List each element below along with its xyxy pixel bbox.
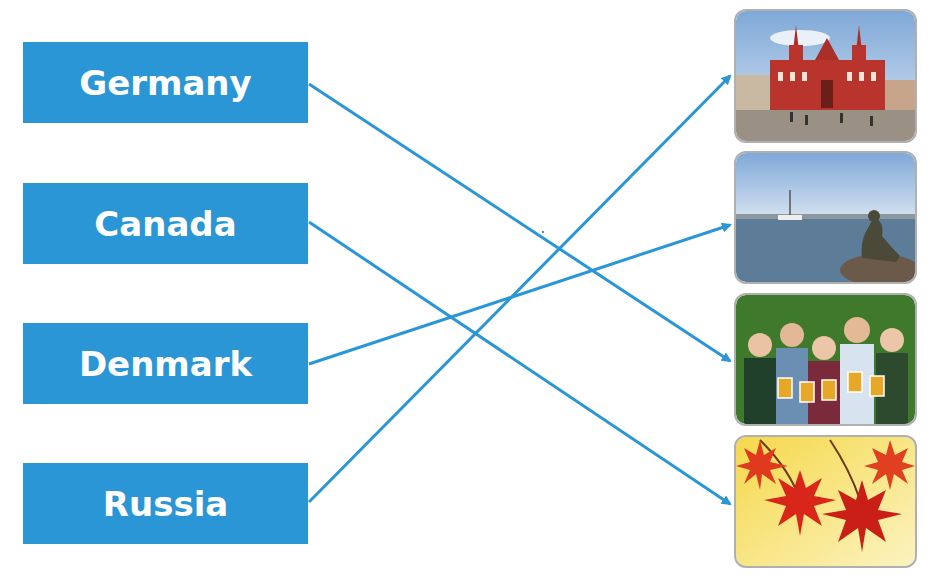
shore xyxy=(736,214,915,219)
match-line xyxy=(309,222,730,504)
maple-leaf xyxy=(864,440,915,490)
maple-leaf xyxy=(822,480,902,552)
tower-base xyxy=(852,45,866,65)
maple-photo xyxy=(736,437,915,566)
tower-base xyxy=(789,45,803,65)
country-name: Denmark xyxy=(79,344,252,384)
boat xyxy=(778,215,802,220)
statue-head xyxy=(868,210,880,222)
country-name: Russia xyxy=(103,484,228,524)
country-box: Canada xyxy=(23,183,308,264)
windows xyxy=(778,72,876,108)
background xyxy=(736,437,915,566)
maple-leaf xyxy=(764,470,836,536)
cloud xyxy=(770,30,830,46)
beer-mugs xyxy=(778,372,884,402)
photo-frame xyxy=(735,10,916,142)
mermaid-photo xyxy=(736,153,915,282)
match-line xyxy=(309,225,730,364)
match-line xyxy=(309,84,730,361)
match-line xyxy=(309,76,730,502)
beer-photo xyxy=(736,295,915,424)
statue xyxy=(862,220,900,262)
mast xyxy=(789,190,791,218)
museum-photo xyxy=(736,11,915,141)
people xyxy=(744,317,908,424)
photo-frame xyxy=(735,152,916,283)
country-name: Germany xyxy=(79,63,251,103)
side-building xyxy=(736,75,770,110)
side-building xyxy=(885,80,915,110)
country-box: Denmark xyxy=(23,323,308,404)
photo-frame xyxy=(735,294,916,425)
country-name: Canada xyxy=(94,204,236,244)
sky xyxy=(736,153,915,223)
building xyxy=(770,60,885,110)
people xyxy=(790,112,873,126)
roof xyxy=(815,38,839,60)
country-box: Russia xyxy=(23,463,308,544)
photo-frame xyxy=(735,436,916,567)
maple-leaf xyxy=(736,440,788,490)
country-box: Germany xyxy=(23,42,308,123)
dot xyxy=(542,231,544,233)
square xyxy=(736,105,915,141)
foliage xyxy=(736,295,915,424)
matching-lines xyxy=(309,76,730,504)
sky xyxy=(736,11,915,141)
